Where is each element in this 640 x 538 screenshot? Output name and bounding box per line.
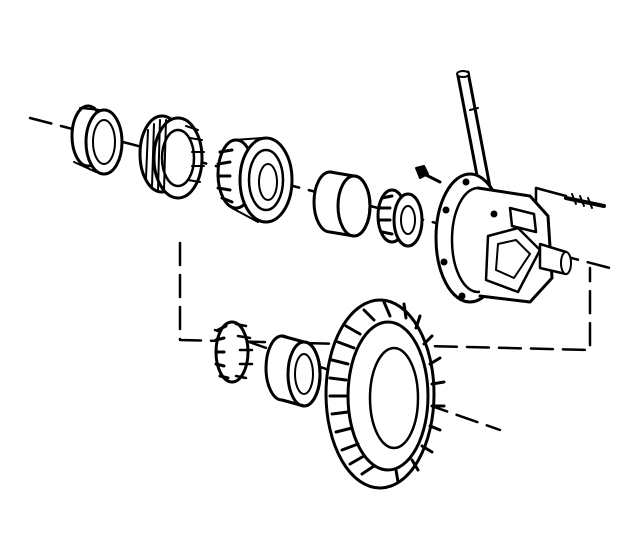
side-bearing: [216, 136, 294, 224]
side-bearing-shim: [138, 114, 205, 200]
side-gear-bearing: [264, 334, 322, 408]
differential-case: [434, 172, 572, 304]
lock-bolt: [564, 193, 606, 209]
bolt: [415, 165, 442, 184]
ring-gear: [324, 298, 446, 490]
side-bearing-right: [376, 188, 424, 248]
bearing-cup-right: [312, 170, 372, 238]
bearing-cup-left: [70, 104, 124, 176]
pinion-gear: [214, 320, 254, 384]
